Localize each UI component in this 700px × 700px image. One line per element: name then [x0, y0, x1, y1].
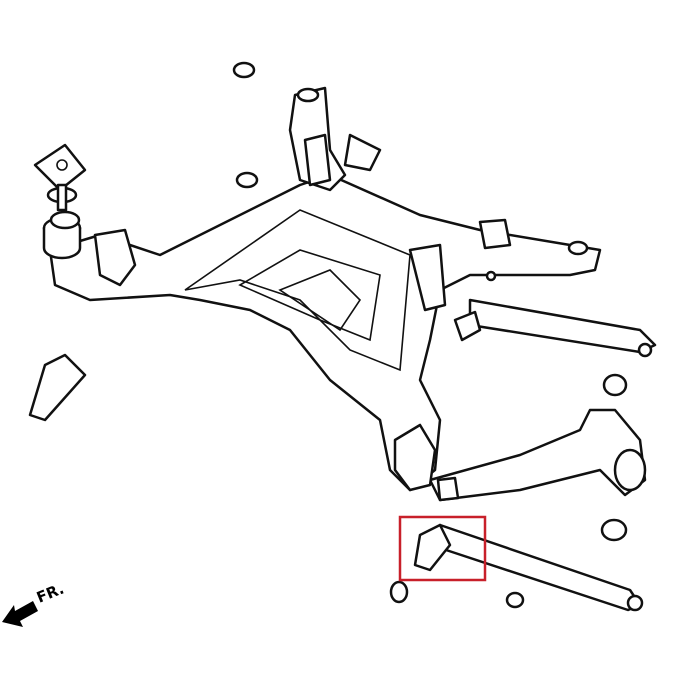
lower-arm [389, 523, 644, 612]
knuckle [393, 408, 647, 502]
subframe [48, 173, 602, 492]
front-direction-arrow-icon [2, 601, 38, 627]
rear-arm-right [408, 218, 657, 358]
loose-bushings [28, 61, 628, 609]
upper-tower [288, 86, 382, 192]
highlighted-bushing-box [398, 515, 487, 582]
